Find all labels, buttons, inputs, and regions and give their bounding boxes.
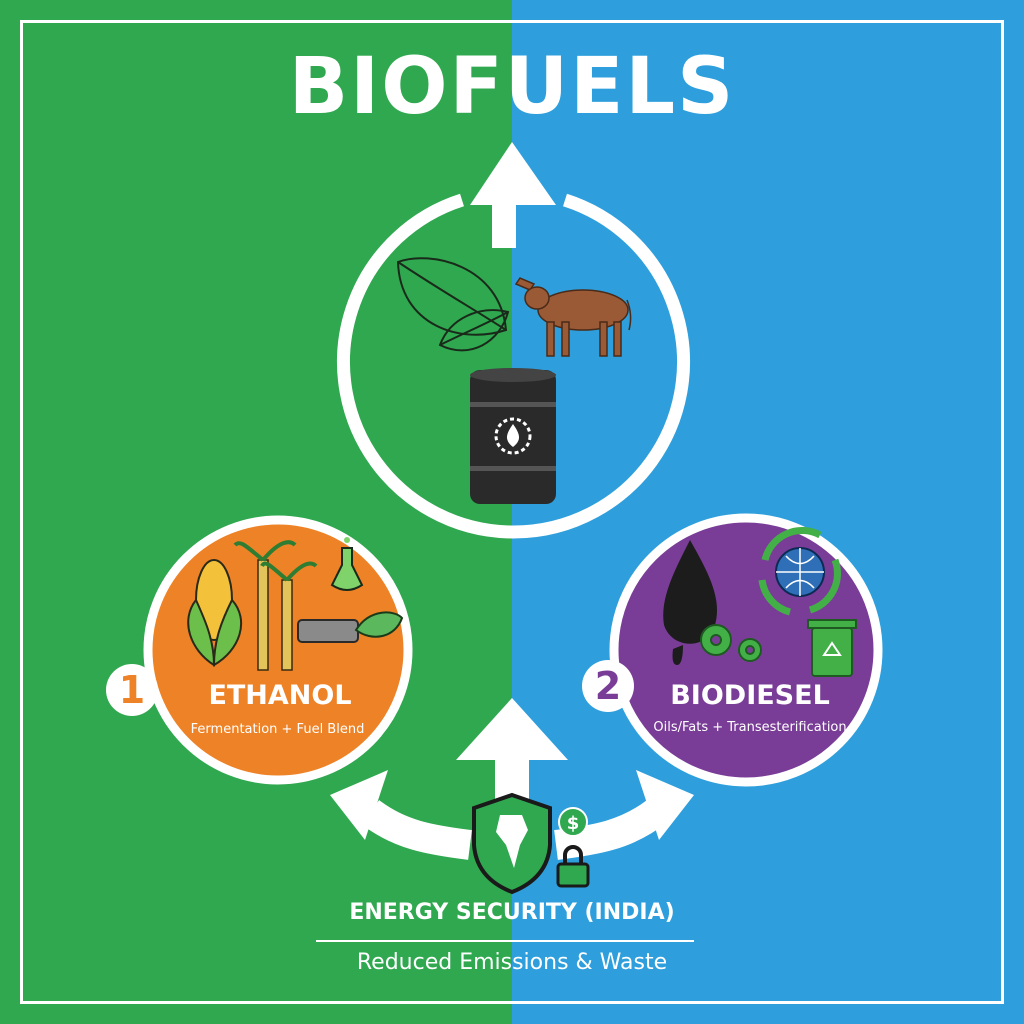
recycle-bin-icon	[807, 619, 857, 677]
curved-arrow-left	[330, 770, 472, 860]
curved-arrow-right	[554, 770, 694, 860]
oil-drop-icon	[663, 540, 718, 665]
cow-icon	[514, 277, 632, 357]
ethanol-number-badge: 1	[106, 664, 158, 716]
oil-barrel-icon	[470, 368, 556, 504]
emissions-subtitle: Reduced Emissions & Waste	[356, 950, 668, 975]
ethanol-circle	[143, 515, 413, 785]
dollar-coin-icon: $	[558, 807, 588, 837]
energy-security-title: ENERGY SECURITY (INDIA)	[349, 900, 675, 925]
globe-recycle-icon	[758, 527, 841, 616]
ethanol-title: ETHANOL	[208, 680, 352, 711]
bottom-arrows	[330, 698, 694, 860]
page-title: BIOFUELS	[288, 42, 736, 132]
up-arrow-top	[470, 142, 556, 248]
ethanol-subtitle: Fermentation + Fuel Blend	[190, 722, 365, 737]
pipe-leaf-icon	[297, 611, 404, 643]
sugarcane-icon	[233, 540, 318, 671]
leaf-icon	[396, 257, 510, 352]
corn-icon	[187, 559, 242, 667]
biodiesel-number-badge: 2	[582, 660, 634, 712]
flask-icon	[330, 537, 364, 591]
india-shield-icon	[472, 792, 552, 895]
gears-icon	[700, 624, 762, 662]
padlock-icon	[556, 845, 590, 888]
biodiesel-circle	[609, 513, 883, 787]
biodiesel-title: BIODIESEL	[670, 680, 830, 711]
bottom-divider	[316, 940, 694, 942]
central-cycle-ring	[337, 142, 690, 539]
biodiesel-subtitle: Oils/Fats + Transesterification	[653, 720, 847, 735]
dollar-symbol: $	[567, 813, 580, 834]
